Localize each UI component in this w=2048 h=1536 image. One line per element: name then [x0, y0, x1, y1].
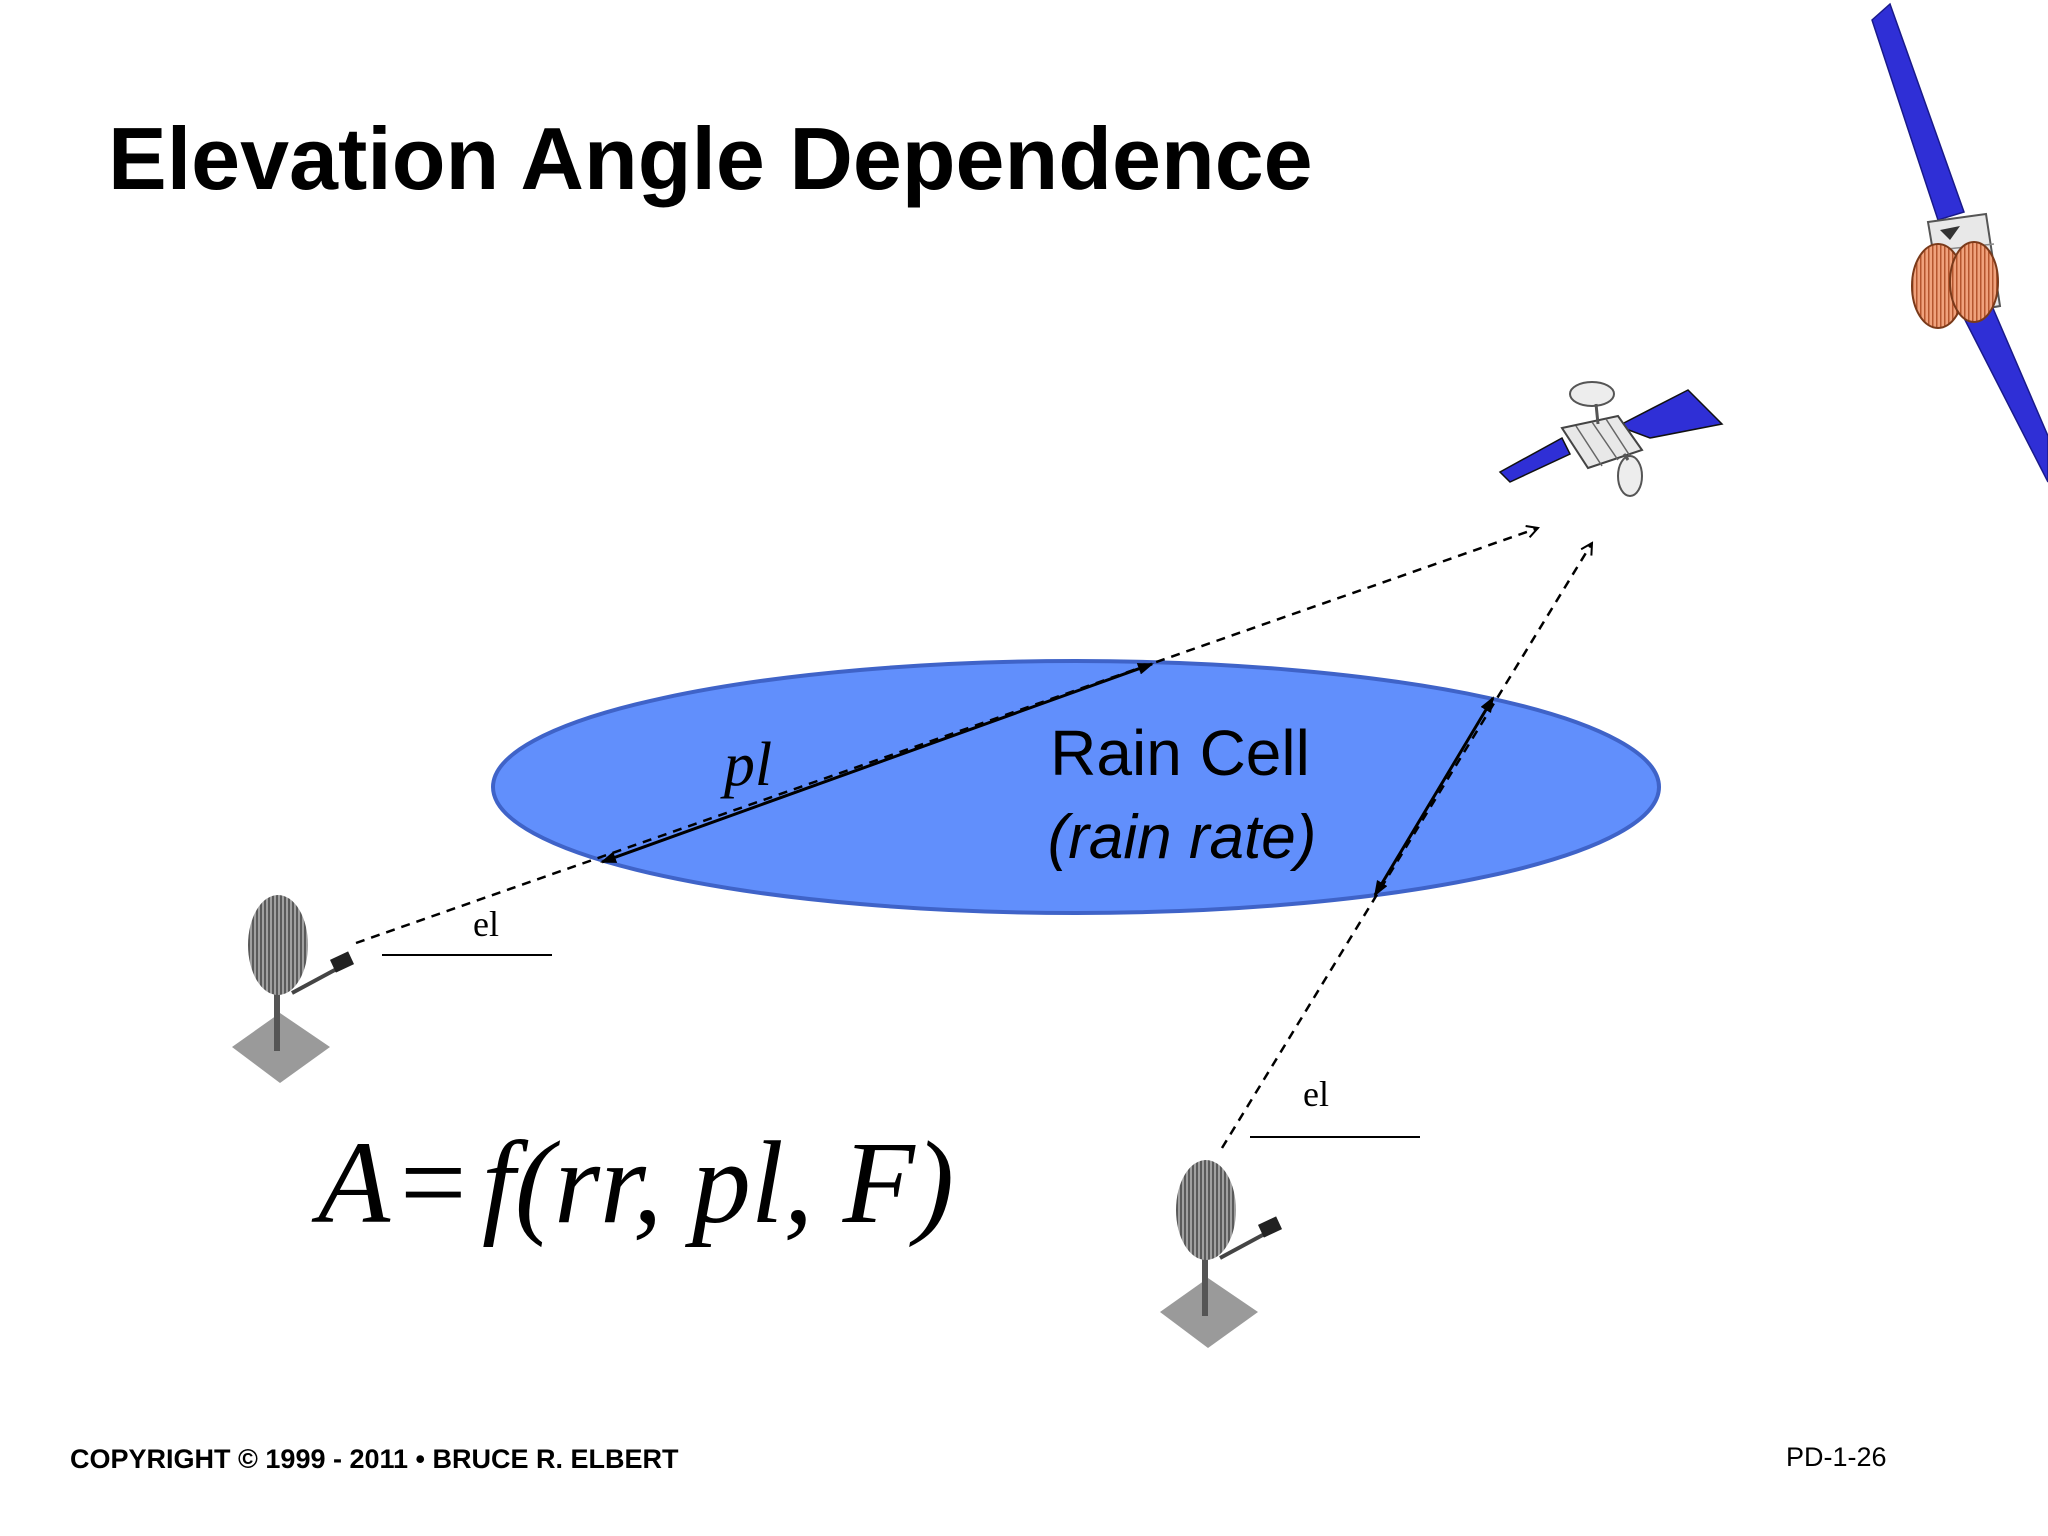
left-elevation-label: el: [473, 904, 499, 944]
right-elevation-label: el: [1303, 1074, 1329, 1114]
attenuation-formula: A = f(rr, pl, F): [311, 1117, 954, 1248]
rain-cell-sublabel: (rain rate): [1048, 803, 1317, 872]
rain-cell-label: Rain Cell: [1050, 717, 1310, 789]
satellite-icon: [1872, 4, 2048, 482]
copyright-footer: COPYRIGHT © 1999 - 2011 • BRUCE R. ELBER…: [70, 1444, 679, 1475]
page-code: PD-1-26: [1786, 1442, 1887, 1473]
path-length-label: pl: [720, 731, 772, 799]
formula-equals: =: [400, 1117, 467, 1248]
satellite-icon: [1500, 382, 1722, 496]
formula-lhs: A: [311, 1117, 391, 1248]
dish-antenna-icon: [232, 895, 354, 1083]
dish-antenna-icon: [1160, 1160, 1282, 1348]
formula-rhs: f(rr, pl, F): [482, 1117, 954, 1248]
